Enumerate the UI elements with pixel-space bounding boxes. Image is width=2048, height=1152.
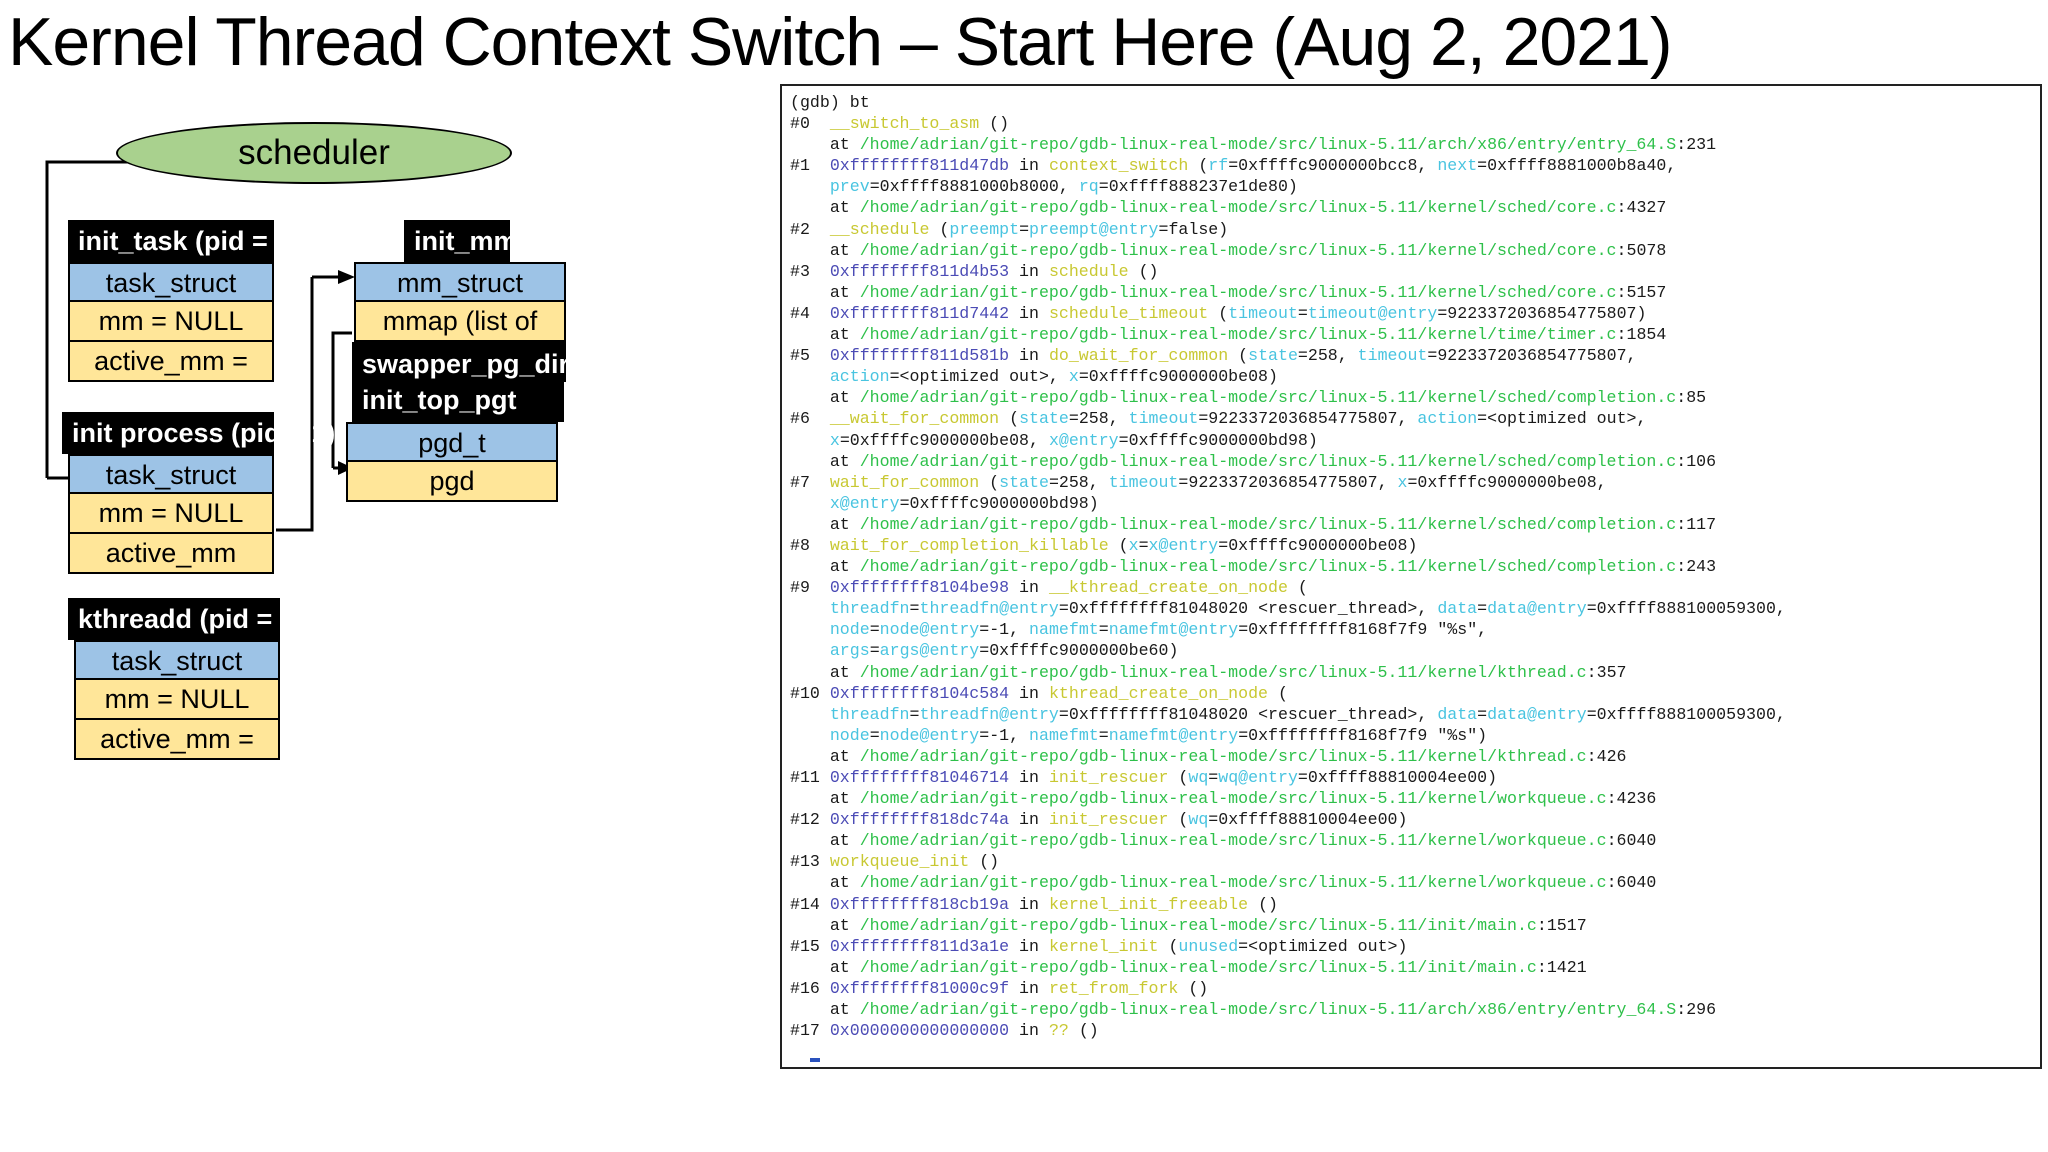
node-init-task-row-task-struct: task_struct (68, 262, 274, 302)
gdb-line: #4 0xffffffff811d7442 in schedule_timeou… (790, 303, 1647, 323)
gdb-line: at /home/adrian/git-repo/gdb-linux-real-… (790, 915, 1587, 935)
gdb-line: at /home/adrian/git-repo/gdb-linux-real-… (790, 388, 1707, 408)
gdb-line: #3 0xffffffff811d4b53 in schedule () (790, 261, 1159, 281)
gdb-line: at /home/adrian/git-repo/gdb-linux-real-… (790, 514, 1717, 534)
gdb-line: at /home/adrian/git-repo/gdb-linux-real-… (790, 282, 1667, 302)
gdb-output-text: (gdb) bt #0 __switch_to_asm () at /home/a… (782, 86, 2040, 1063)
gdb-line: x@entry=0xffffc9000000bd98) (829, 493, 1099, 513)
node-swapper-pg-dir: swapper_pg_dir = init_top_pgt pgd_t pgd (346, 342, 592, 502)
gdb-line: #6 __wait_for_common (state=258, timeout… (790, 409, 1647, 429)
node-init-task-title: init_task (pid = 0) (68, 220, 299, 262)
gdb-line: #7 wait_for_common (state=258, timeout=9… (790, 472, 1607, 492)
gdb-line: at /home/adrian/git-repo/gdb-linux-real-… (790, 831, 1657, 851)
gdb-line: at /home/adrian/git-repo/gdb-linux-real-… (790, 746, 1627, 766)
node-init-task-row-active-mm: active_mm = NULL (68, 342, 274, 382)
node-swapper-row-pgd: pgd (346, 462, 558, 502)
node-init-mm-row-mm-struct: mm_struct (354, 262, 566, 302)
gdb-line: #5 0xffffffff811d581b in do_wait_for_com… (790, 346, 1637, 366)
gdb-line: #8 wait_for_completion_killable (x=x@ent… (790, 535, 1418, 555)
gdb-line: #9 0xffffffff8104be98 in __kthread_creat… (790, 578, 1308, 598)
gdb-line: at /home/adrian/git-repo/gdb-linux-real-… (790, 240, 1667, 260)
page-title: Kernel Thread Context Switch – Start Her… (8, 4, 1673, 80)
gdb-line: at /home/adrian/git-repo/gdb-linux-real-… (790, 451, 1717, 471)
node-init-task-row-mm: mm = NULL (68, 302, 274, 342)
terminal-cursor-line (790, 1041, 2036, 1063)
gdb-line: at /home/adrian/git-repo/gdb-linux-real-… (790, 557, 1717, 577)
gdb-line: x=0xffffc9000000be08, x@entry=0xffffc900… (829, 430, 1318, 450)
node-init-task: init_task (pid = 0) task_struct mm = NUL… (68, 220, 299, 382)
gdb-line: #2 __schedule (preempt=preempt@entry=fal… (790, 219, 1229, 239)
gdb-line: at /home/adrian/git-repo/gdb-linux-real-… (790, 198, 1667, 218)
node-init-process-row-task-struct: task_struct (68, 454, 274, 494)
gdb-line: #10 0xffffffff8104c584 in kthread_create… (790, 683, 1288, 703)
node-swapper-pg-dir-title: swapper_pg_dir = init_top_pgt (352, 342, 592, 422)
gdb-line: (gdb) bt (790, 93, 870, 112)
gdb-line: #11 0xffffffff81046714 in init_rescuer (… (790, 768, 1498, 787)
gdb-line: #1 0xffffffff811d47db in context_switch … (790, 156, 1677, 176)
gdb-line: #16 0xffffffff81000c9f in ret_from_fork … (790, 978, 1209, 998)
gdb-line: at /home/adrian/git-repo/gdb-linux-real-… (790, 957, 1587, 977)
gdb-line: args=args@entry=0xffffc9000000be60) (829, 641, 1179, 661)
node-kthreadd-row-task-struct: task_struct (74, 640, 280, 680)
gdb-line: #13 workqueue_init () (790, 852, 1000, 872)
gdb-line: threadfn=threadfn@entry=0xffffffff810480… (829, 704, 1786, 724)
gdb-line: at /home/adrian/git-repo/gdb-linux-real-… (790, 135, 1717, 155)
node-init-process-title: init process (pid = 1) (62, 412, 335, 454)
node-kthreadd-title: kthreadd (pid = 2) (68, 598, 304, 640)
gdb-line: #17 0x0000000000000000 in ?? () (790, 1021, 1099, 1041)
node-init-process-row-active-mm: active_mm (68, 534, 274, 574)
node-kthreadd-row-mm: mm = NULL (74, 680, 280, 720)
scheduler-label: scheduler (238, 133, 390, 172)
gdb-line: at /home/adrian/git-repo/gdb-linux-real-… (790, 1000, 1717, 1020)
gdb-line: #15 0xffffffff811d3a1e in kernel_init (u… (790, 936, 1408, 956)
gdb-line: node=node@entry=-1, namefmt=namefmt@entr… (829, 620, 1488, 640)
gdb-line: at /home/adrian/git-repo/gdb-linux-real-… (790, 325, 1667, 345)
node-init-process-row-mm: mm = NULL (68, 494, 274, 534)
node-kthreadd: kthreadd (pid = 2) task_struct mm = NULL… (68, 598, 304, 760)
node-init-mm-title: init_mm (404, 220, 518, 262)
gdb-line: threadfn=threadfn@entry=0xffffffff810480… (829, 599, 1786, 619)
node-swapper-title-line1: swapper_pg_dir = (362, 349, 593, 379)
gdb-line: #12 0xffffffff818dc74a in init_rescuer (… (790, 810, 1408, 830)
scheduler-node: scheduler (116, 122, 512, 184)
gdb-line: at /home/adrian/git-repo/gdb-linux-real-… (790, 873, 1657, 893)
terminal-cursor (809, 1058, 820, 1063)
gdb-backtrace-panel[interactable]: (gdb) bt #0 __switch_to_asm () at /home/a… (780, 84, 2042, 1069)
gdb-line: node=node@entry=-1, namefmt=namefmt@entr… (829, 725, 1488, 745)
gdb-line: action=<optimized out>, x=0xffffc9000000… (829, 367, 1278, 387)
node-init-process: init process (pid = 1) task_struct mm = … (62, 412, 335, 574)
gdb-line: #0 __switch_to_asm () (790, 114, 1010, 134)
node-init-mm-row-mmap: mmap (list of VMAs) (354, 302, 566, 342)
gdb-line: at /home/adrian/git-repo/gdb-linux-real-… (790, 662, 1627, 682)
kernel-structures-diagram: scheduler init_task (pid = 0) task_struc… (0, 90, 790, 1090)
diagram-connectors (45, 160, 355, 532)
gdb-line: prev=0xffff8881000b8000, rq=0xffff888237… (829, 177, 1298, 197)
node-kthreadd-row-active-mm: active_mm = NULL (74, 720, 280, 760)
gdb-line: at /home/adrian/git-repo/gdb-linux-real-… (790, 789, 1657, 809)
gdb-line: #14 0xffffffff818cb19a in kernel_init_fr… (790, 894, 1278, 914)
node-swapper-title-line2: init_top_pgt (362, 385, 517, 415)
node-swapper-row-pgd-t: pgd_t (346, 422, 558, 462)
